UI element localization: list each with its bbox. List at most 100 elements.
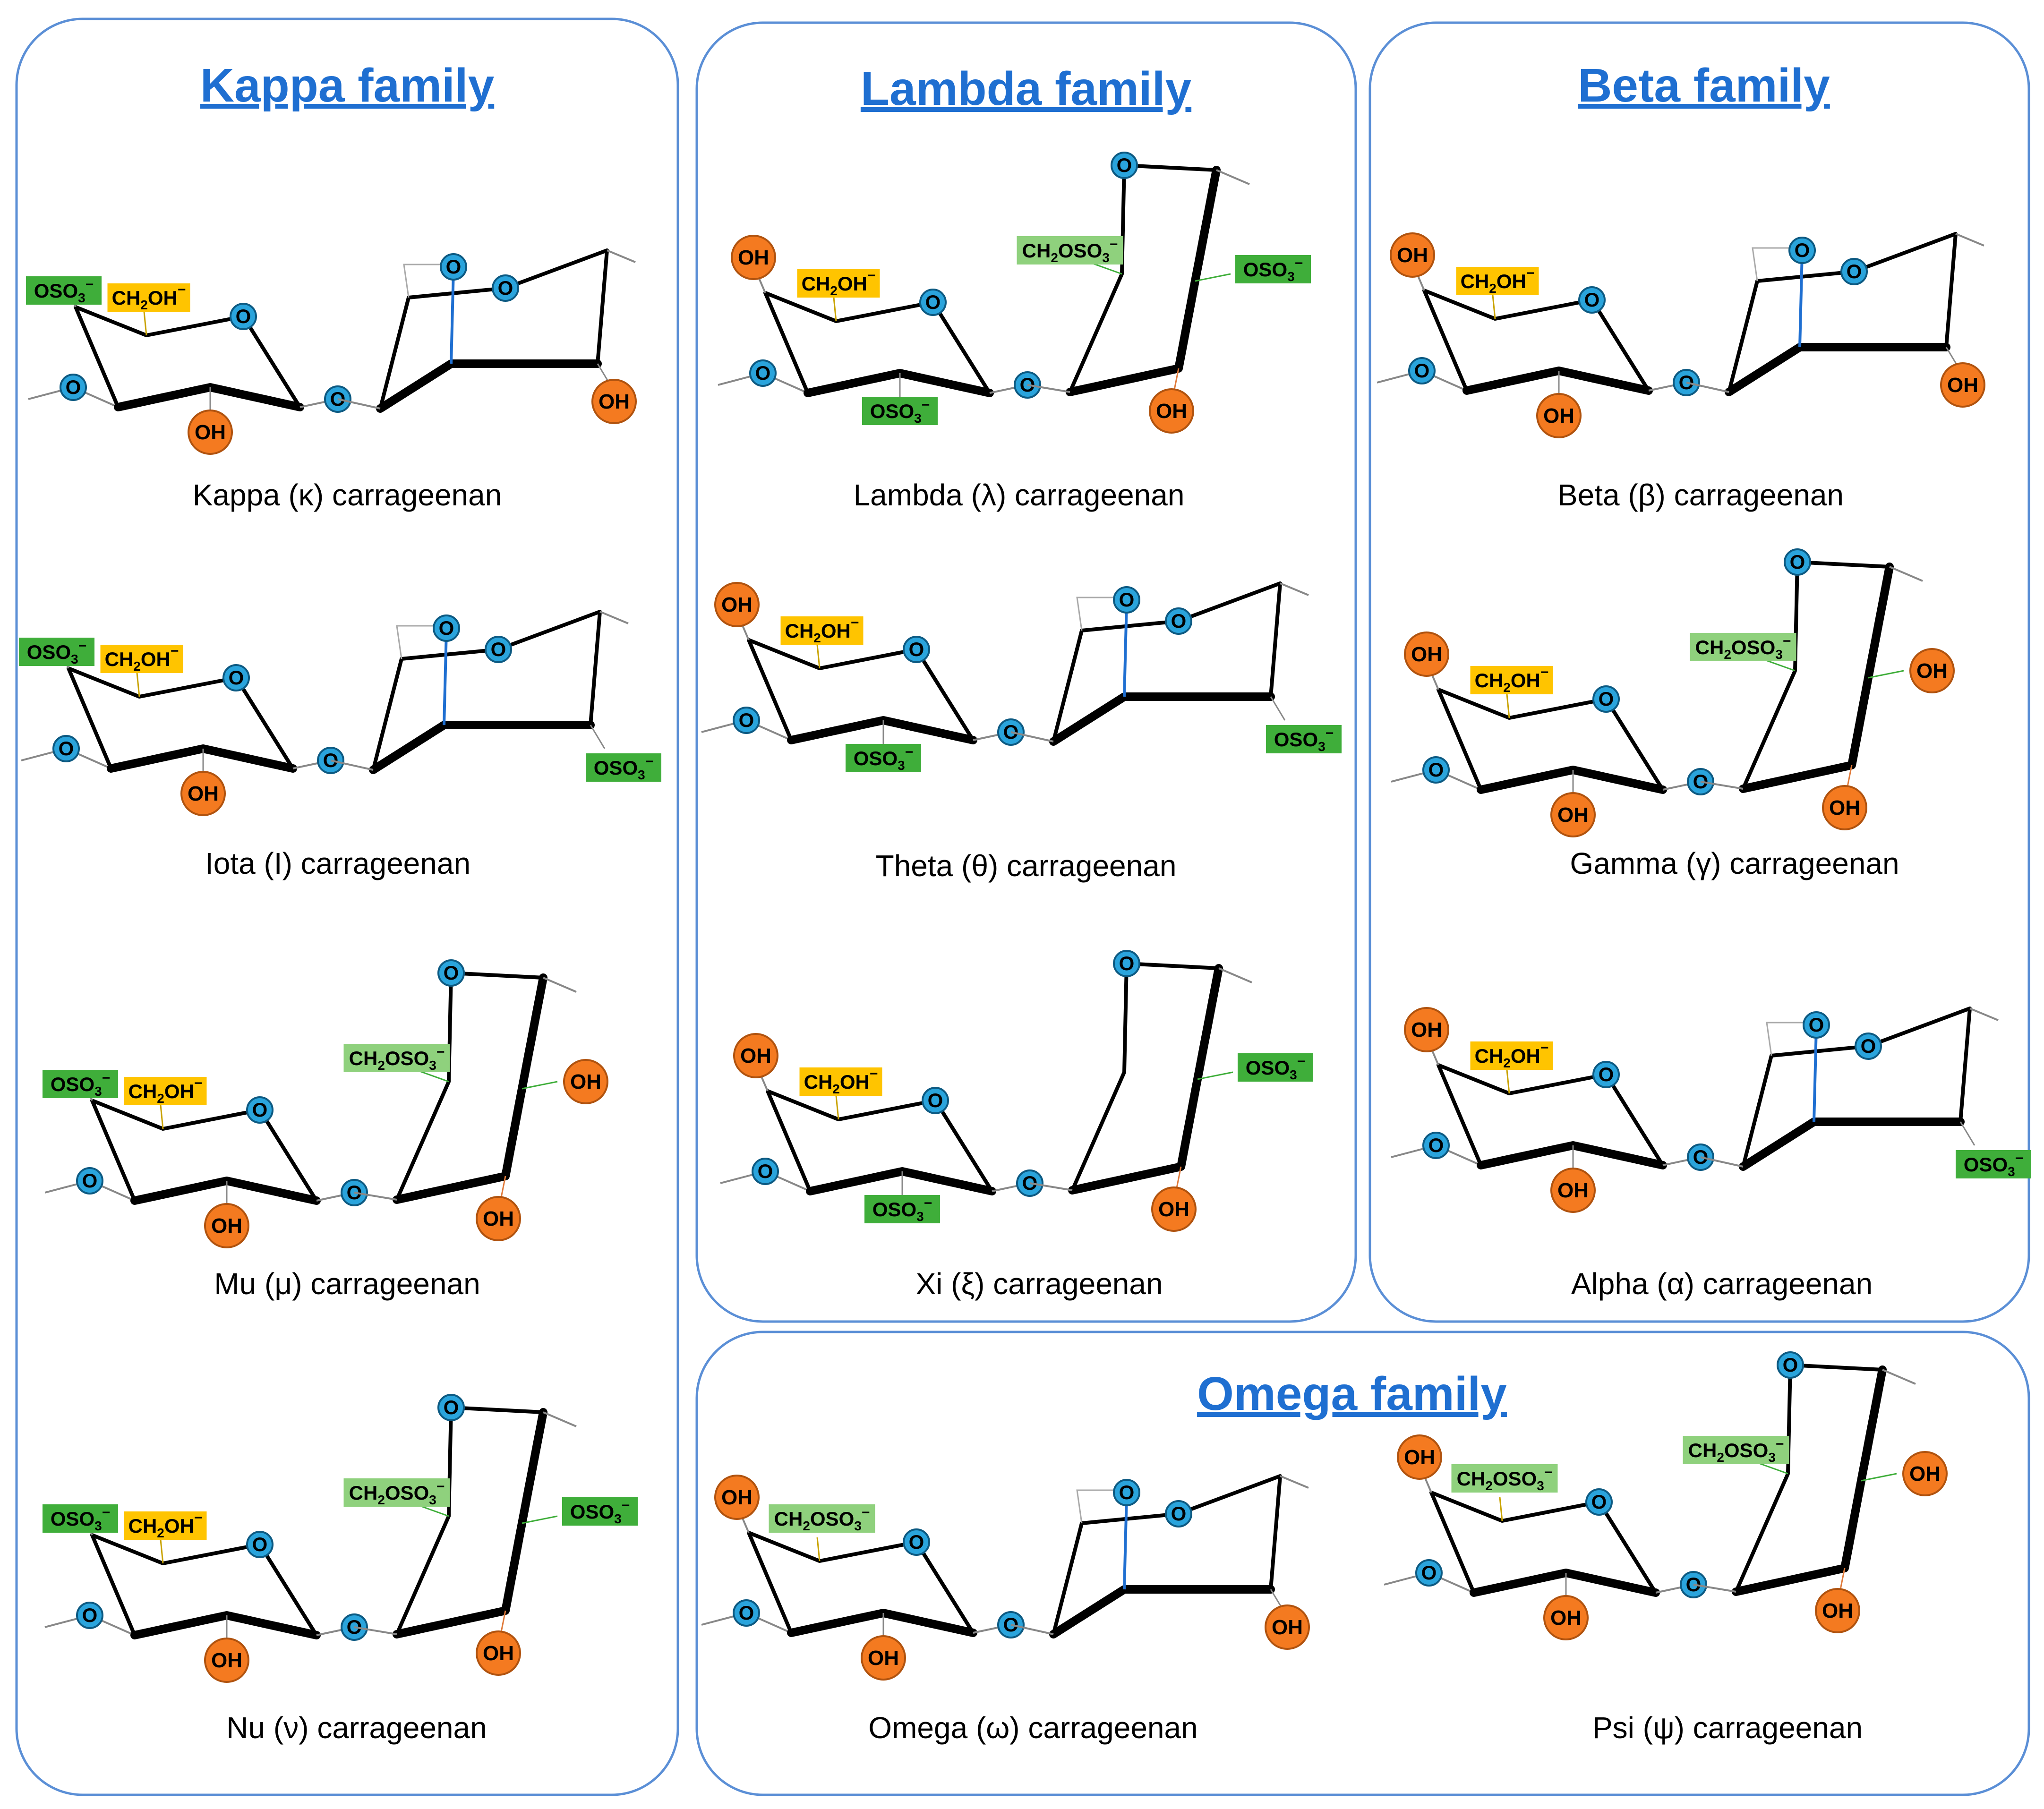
link-end [543,1411,577,1427]
galactose2-ring-o-label: O [444,962,459,984]
sub-r2b-circle [1265,1604,1310,1650]
stem-r6 [1492,295,1496,319]
sub-r4b-box [1017,236,1123,265]
sub-r4b-formula: CH2OSO3− [1688,1436,1784,1465]
sub-r6-formula: CH2OH− [1461,265,1535,296]
glycosidic-o-label: O [1003,1613,1019,1636]
sub-r3b-label: OH [1909,1462,1941,1485]
anhydro-bridge-o-label: O [1119,1481,1135,1503]
sub-r2-label: OH [211,1214,242,1237]
sub-r2-label: OH [1557,1179,1589,1202]
galactose-ring-o-label: O [909,638,924,660]
sub-r4b-formula: CH2OSO3− [1695,633,1791,662]
sub-r3b-circle [1909,648,1955,693]
sub-r6-box [124,1077,207,1105]
galactose-ring-o [1585,1488,1613,1516]
galactose-ring-o [922,1087,949,1114]
galactose-o4-label: O [1414,359,1430,382]
sub-r2b-label: OH [1158,1198,1189,1221]
stem-r6 [833,297,837,322]
sub-r6-box [124,1511,207,1540]
glycosidic-o-label: O [347,1181,362,1203]
sub-r1-circle [714,1475,760,1520]
galactose2-ring-back [1068,163,1218,394]
sub-r1-label: OH [1411,1018,1442,1041]
anhydro-ring-o-label: O [1171,610,1187,632]
sub-r1-box [43,1504,118,1533]
sub-r2b-circle [476,1196,521,1241]
galactose-ring-o [1592,685,1620,713]
stem-r2b [500,1176,506,1200]
stem-r2b [1959,1121,1976,1146]
sub-r4b-formula: CH2OSO3− [1022,237,1118,265]
sub-r6-formula: CH2OH− [804,1066,878,1096]
sub-r1-label: OH [1411,643,1442,666]
sub-r1-label: OH [1404,1446,1435,1469]
sub-r3b-circle [1902,1451,1948,1496]
sub-r4b-formula: CH2OSO3− [349,1479,445,1507]
sub-r2-circle [204,1203,249,1248]
galactose-ring-o [903,1528,930,1556]
galactose-ring-front [804,369,994,397]
anhydro-ring-front [1739,1118,1965,1171]
anhydro-ring-o [492,274,519,302]
anhydro-ring-o [1855,1032,1882,1060]
galactose-ring-front [1477,1141,1667,1169]
sub-r2b-label: OH [1822,1599,1853,1622]
sub-r1-circle [714,582,760,627]
galactose-o4-label: O [1428,759,1444,781]
caption-kappa: Kappa (κ) carrageenan [193,478,502,512]
stem-r6 [816,1537,821,1562]
galactose-o4 [1408,357,1436,384]
sub-r6-box [1456,267,1539,295]
anhydro-ring-o-label: O [498,277,513,299]
link-end [1218,967,1252,983]
family-title-omega: Omega family [1197,1367,1507,1420]
family-title-kappa: Kappa family [200,59,495,112]
link-unit2 [1693,1584,1736,1593]
galactose-ring-o [230,303,257,330]
galactose-ring-o [919,289,947,316]
sub-r2-circle [861,1635,906,1681]
stem-r6 [1506,694,1510,718]
stem-r3b [522,1515,558,1524]
sub-r1-box [26,276,102,305]
link-unit2 [354,1626,397,1635]
caption-iota: Iota (I) carrageenan [205,846,470,880]
stem-r6 [160,1105,164,1129]
anhydro-ring-o [1165,607,1192,635]
family-title-lambda: Lambda family [861,62,1192,115]
sub-r1-circle [1404,631,1449,677]
sub-r6-formula: CH2OSO3− [1457,1465,1553,1493]
galactose-ring-o-label: O [928,1089,943,1111]
link-unit2 [1027,384,1070,393]
galactose-o4 [1415,1559,1443,1587]
family-panel-kappa [15,17,679,1796]
sub-r2b-box [1956,1150,2031,1178]
sub-r6-formula: CH2OH− [105,643,179,674]
sub-r1-formula: OSO3− [34,277,94,305]
anhydro-bridge-o [433,614,460,642]
sub-r6-box [1470,666,1553,694]
stem-r6 [835,1095,839,1120]
sub-r2-circle [1550,1168,1596,1213]
stem-r2b [590,725,606,749]
sub-r6-box [107,283,190,312]
sub-r6-box [1470,1041,1553,1070]
caption-xi: Xi (ξ) carrageenan [915,1267,1163,1301]
anhydro-ring-front [1725,343,1950,396]
anhydro-bridge-o [1113,586,1140,614]
galactose2-ring-o-label: O [1119,952,1135,974]
glycosidic-o-label: O [1693,1146,1709,1168]
galactose-ring-o-label: O [1591,1491,1607,1513]
sub-r2b-label: OH [1272,1616,1303,1639]
sub-r2-label: OH [868,1647,899,1670]
galactose2-ring-front [1068,964,1223,1195]
glycosidic-o-label: O [1020,374,1035,396]
link-end [1280,582,1309,596]
